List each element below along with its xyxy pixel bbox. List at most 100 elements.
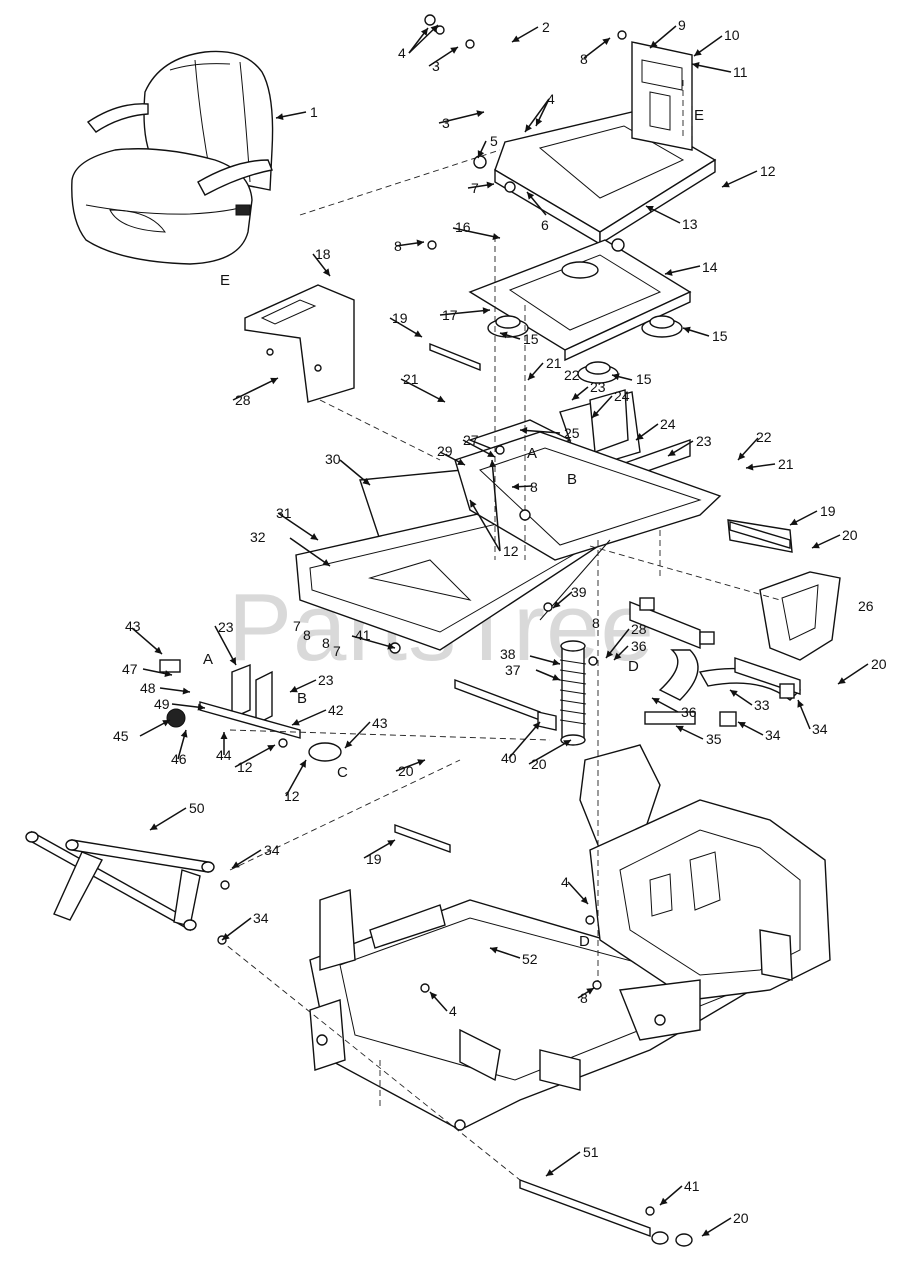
leader-arrowhead <box>292 718 300 726</box>
leader-line <box>469 499 501 552</box>
leader-arrowhead <box>553 600 561 608</box>
leader-line <box>214 625 237 666</box>
callout-22: 22 <box>756 429 772 445</box>
leader-arrowhead <box>150 823 158 830</box>
leader-arrowhead <box>492 233 500 240</box>
linkage-part <box>159 659 557 762</box>
callout-25: 25 <box>564 425 580 441</box>
main-chassis-part <box>309 744 831 1131</box>
fasteners <box>217 14 655 1216</box>
callout-11: 11 <box>733 64 748 80</box>
leader-arrowhead <box>563 740 571 747</box>
callout-36: 36 <box>681 704 697 720</box>
leader-arrowhead <box>586 988 594 995</box>
leader-arrowhead <box>592 410 600 418</box>
leader-arrowhead <box>730 690 738 697</box>
letter-c: C <box>337 764 348 781</box>
letter-a: A <box>203 651 213 668</box>
leader-arrowhead <box>162 720 170 727</box>
callout-34: 34 <box>812 721 828 737</box>
leader-arrowhead <box>154 646 162 654</box>
leader-arrowhead <box>470 500 477 508</box>
callout-28: 28 <box>631 621 647 637</box>
leader-arrowhead <box>180 730 188 738</box>
leader-arrowhead <box>612 373 620 381</box>
callout-15: 15 <box>712 328 728 344</box>
callout-43: 43 <box>372 715 388 731</box>
leader-arrowhead <box>457 458 465 465</box>
side-bracket-part <box>759 571 841 661</box>
callout-labels: 1 2 3 3 4 4 4 4 5 6 7 7 7 8 8 8 8 8 8 8 … <box>113 17 887 1237</box>
leader-line <box>277 512 319 541</box>
callout-31: 31 <box>276 505 292 521</box>
callout-3: 3 <box>432 58 440 74</box>
leader-arrowhead <box>490 946 498 954</box>
callout-35: 35 <box>706 731 722 747</box>
callout-2: 2 <box>542 19 550 35</box>
leader-arrowhead <box>512 35 520 42</box>
leader-arrowhead <box>477 150 485 158</box>
callout-21: 21 <box>546 355 562 371</box>
leader-arrowhead <box>164 670 172 678</box>
leader-line <box>508 721 541 759</box>
leader-arrowhead <box>790 518 798 525</box>
callout-45: 45 <box>113 728 129 744</box>
callout-17: 17 <box>442 307 458 323</box>
leader-arrowhead <box>552 674 560 681</box>
leader-arrowhead <box>322 559 330 566</box>
callout-42: 42 <box>328 702 344 718</box>
leader-arrowhead <box>694 49 702 56</box>
leader-arrowhead <box>417 759 425 766</box>
callout-12: 12 <box>237 759 253 775</box>
leader-arrowhead <box>222 932 230 940</box>
leader-arrowhead <box>838 677 846 684</box>
leader-arrowhead <box>414 330 422 337</box>
callout-5: 5 <box>490 133 498 149</box>
callout-30: 30 <box>325 451 341 467</box>
leader-arrowhead <box>546 1169 554 1176</box>
callout-32: 32 <box>250 529 266 545</box>
leader-arrowhead <box>528 372 536 380</box>
callout-28: 28 <box>235 392 251 408</box>
leader-arrowhead <box>606 650 614 658</box>
leader-arrowhead <box>676 725 684 733</box>
callout-8: 8 <box>592 615 600 631</box>
letter-b: B <box>297 690 307 707</box>
letter-e: E <box>694 107 704 124</box>
leader-arrowhead <box>430 25 438 33</box>
leader-arrowhead <box>290 685 298 693</box>
callout-19: 19 <box>392 310 408 326</box>
callout-47: 47 <box>122 661 138 677</box>
callout-40: 40 <box>501 750 517 766</box>
callout-24: 24 <box>660 416 676 432</box>
callout-15: 15 <box>523 331 539 347</box>
leader-arrowhead <box>420 28 428 36</box>
leader-arrowhead <box>322 268 330 276</box>
leader-arrowhead <box>525 124 532 132</box>
leader-arrowhead <box>270 377 278 385</box>
callout-33: 33 <box>754 697 770 713</box>
callout-22: 22 <box>564 367 580 383</box>
leader-line <box>234 744 276 768</box>
callout-23: 23 <box>218 619 234 635</box>
match-point-letters: A A B B C D D E E <box>203 107 704 950</box>
letter-d: D <box>628 658 639 675</box>
leader-arrowhead <box>487 450 495 457</box>
leader-arrowhead <box>267 745 275 752</box>
rods-part <box>394 342 791 1247</box>
callout-4: 4 <box>449 1003 457 1019</box>
leader-line <box>452 227 501 239</box>
callout-44: 44 <box>216 747 232 763</box>
seat-pan-part <box>494 41 717 246</box>
callout-16: 16 <box>455 219 471 235</box>
callout-14: 14 <box>702 259 718 275</box>
callout-41: 41 <box>355 627 371 643</box>
leader-arrowhead <box>580 896 588 904</box>
callout-34: 34 <box>264 842 280 858</box>
letter-b: B <box>567 471 577 488</box>
seat-rail-part <box>468 238 692 362</box>
callout-23: 23 <box>696 433 712 449</box>
callout-29: 29 <box>437 443 453 459</box>
callout-50: 50 <box>189 800 205 816</box>
callout-12: 12 <box>284 788 300 804</box>
